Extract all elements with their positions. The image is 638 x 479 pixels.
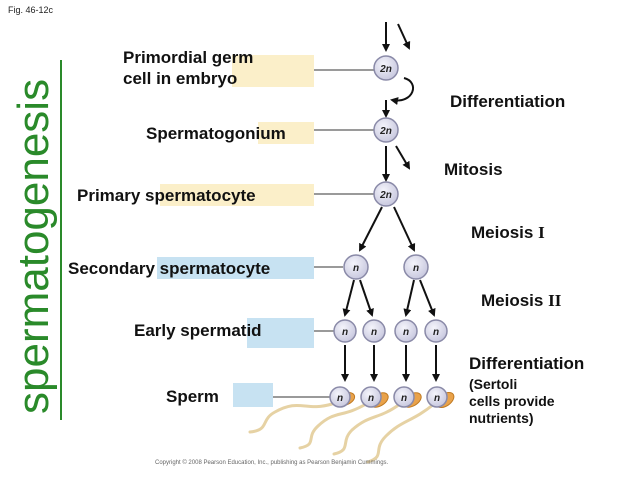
sertoli-line-3: nutrients) (469, 410, 534, 426)
highlight-secondary (157, 257, 314, 279)
process-meiosis-1: Meiosis I (471, 223, 545, 243)
arrows (341, 22, 440, 382)
ploidy-spermatid-d: n (433, 327, 439, 338)
highlight-primordial (232, 55, 314, 87)
ploidy-secondary-b: n (413, 263, 419, 274)
title-rule (60, 60, 62, 420)
cells (329, 55, 448, 408)
ploidy-labels: 2n 2n 2n n n n n n n n n n n (337, 64, 440, 404)
ploidy-spermatogonium: 2n (379, 126, 392, 137)
label-primary-spermatocyte: Primary spermatocyte (77, 186, 256, 205)
label-secondary-spermatocyte: Secondary spermatocyte (68, 259, 271, 278)
ploidy-sperm-a: n (337, 393, 343, 404)
label-spermatogonium: Spermatogonium (146, 124, 286, 143)
sperm-tails (248, 402, 436, 464)
label-sperm: Sperm (166, 387, 219, 406)
ploidy-spermatid-b: n (371, 327, 377, 338)
process-differentiation: Differentiation (450, 92, 566, 111)
ploidy-sperm-d: n (434, 393, 440, 404)
process-differentiation-2: Differentiation (469, 354, 585, 373)
ploidy-sperm-b: n (368, 393, 374, 404)
figure-label: Fig. 46-12c (8, 5, 54, 15)
highlight-sperm (233, 383, 273, 407)
label-primordial-line1: Primordial germ (123, 48, 254, 67)
ploidy-spermatid-a: n (342, 327, 348, 338)
ploidy-secondary-a: n (353, 263, 359, 274)
copyright-notice: Copyright © 2008 Pearson Education, Inc.… (155, 460, 389, 466)
highlight-spermatid (247, 318, 314, 348)
process-mitosis: Mitosis (444, 160, 503, 179)
ploidy-sperm-c: n (401, 393, 407, 404)
highlight-spermatogonium (258, 122, 314, 144)
sertoli-line-1: (Sertoli (469, 376, 518, 392)
label-primordial-line2: cell in embryo (123, 69, 238, 88)
process-meiosis-2: Meiosis II (481, 291, 561, 311)
meiosis-2-word: Meiosis (481, 291, 544, 310)
ploidy-primordial: 2n (379, 64, 392, 75)
connector-lines (273, 69, 374, 398)
meiosis-1-numeral: I (538, 223, 545, 242)
meiosis-2-numeral: II (548, 291, 562, 310)
sertoli-line-2: cells provide (469, 393, 555, 409)
ploidy-primary: 2n (379, 190, 392, 201)
meiosis-1-word: Meiosis (471, 223, 534, 242)
highlight-primary (160, 184, 314, 206)
ploidy-spermatid-c: n (403, 327, 409, 338)
label-early-spermatid: Early spermatid (134, 321, 262, 340)
